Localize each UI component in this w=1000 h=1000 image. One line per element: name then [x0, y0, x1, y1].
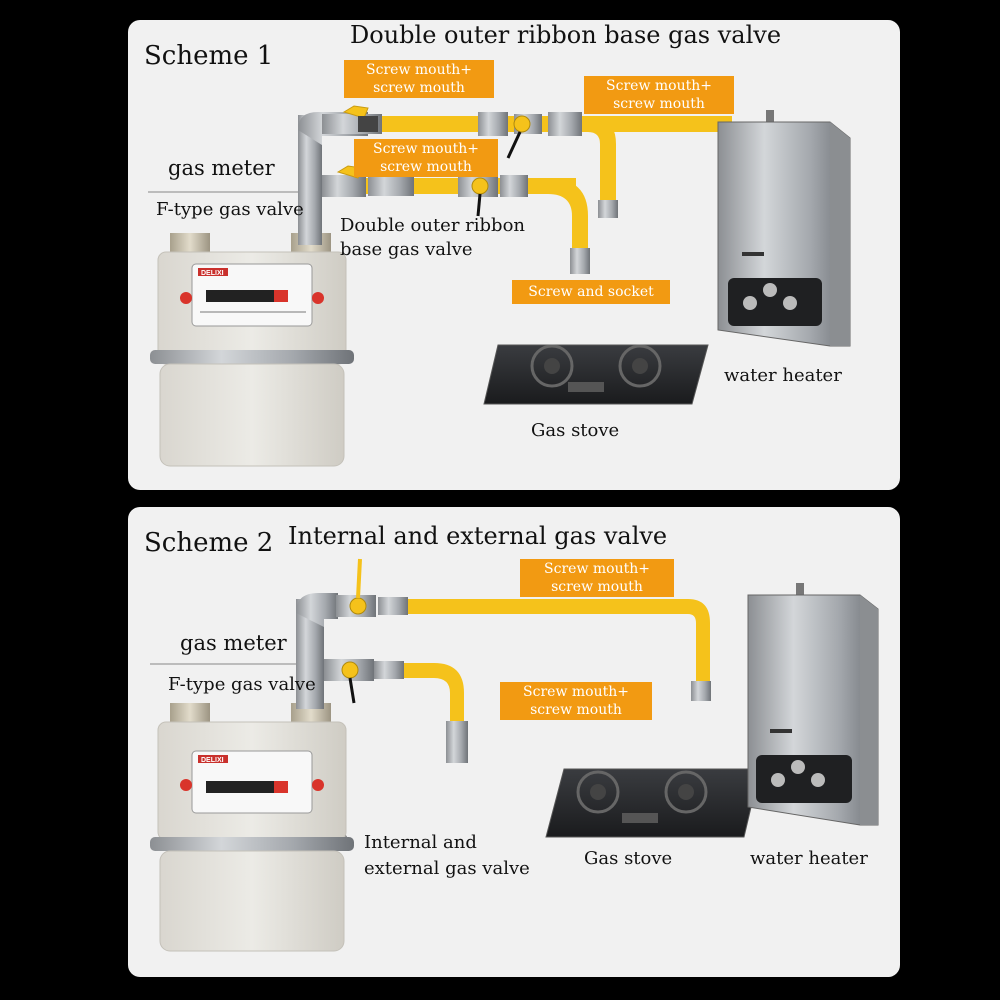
tag-b2-line2: screw mouth — [530, 702, 622, 718]
tag-a-line1: Screw mouth+ — [366, 62, 472, 78]
scheme-2-illustration: DELIXI — [150, 558, 879, 952]
tag-c-line1: Screw mouth+ — [373, 141, 479, 157]
scheme-2-stove-label: Gas stove — [584, 848, 673, 869]
scheme-1-stove-label: Gas stove — [531, 420, 620, 441]
scheme-1-f-valve-label: F-type gas valve — [156, 199, 304, 220]
scheme-2-top-heading: Internal and external gas valve — [288, 522, 668, 550]
tag-b-line1: Screw mouth+ — [606, 78, 712, 94]
meter-brand-text: DELIXI — [201, 270, 224, 277]
scheme-1-top-heading: Double outer ribbon base gas valve — [350, 21, 782, 49]
tag-c-line2: screw mouth — [380, 159, 472, 175]
gas-meter-2: DELIXI — [150, 703, 354, 952]
scheme-1-title: Scheme 1 — [144, 41, 274, 71]
upper-pipe-assembly-2 — [336, 558, 711, 701]
gas-stove-2 — [545, 768, 761, 838]
scheme-2-heater-label: water heater — [750, 848, 868, 869]
scheme-1-panel: DELIXI — [128, 20, 900, 490]
upper-pipe-assembly — [322, 105, 732, 218]
tag-b2-line1: Screw mouth+ — [523, 684, 629, 700]
lower-pipe-assembly — [322, 165, 590, 274]
tag-b-line2: screw mouth — [613, 96, 705, 112]
scheme-2-gas-meter-label: gas meter — [180, 631, 287, 655]
scheme-1-valve-label-line1: Double outer ribbon — [340, 215, 525, 236]
scheme-2-f-valve-label: F-type gas valve — [168, 674, 316, 695]
scheme-1-illustration: DELIXI — [148, 105, 851, 467]
meter-brand-text-2: DELIXI — [201, 757, 224, 764]
scheme-1-tag-a: Screw mouth+ screw mouth — [344, 60, 494, 98]
scheme-2-panel: DELIXI — [128, 507, 900, 977]
scheme-1-valve-label-line2: base gas valve — [340, 239, 473, 260]
scheme-1-gas-meter-label: gas meter — [168, 156, 275, 180]
lower-pipe-assembly-2 — [324, 659, 468, 763]
tag-a2-line1: Screw mouth+ — [544, 561, 650, 577]
scheme-2-valve-label-line2: external gas valve — [364, 858, 530, 879]
scheme-2-title: Scheme 2 — [144, 528, 274, 558]
water-heater-2 — [747, 583, 879, 826]
tag-a2-line2: screw mouth — [551, 579, 643, 595]
scheme-2-tag-a: Screw mouth+ screw mouth — [520, 559, 674, 597]
water-heater — [717, 110, 851, 347]
scheme-1-tag-socket: Screw and socket — [512, 280, 670, 304]
scheme-1-heater-label: water heater — [724, 365, 842, 386]
scheme-1-tag-b: Screw mouth+ screw mouth — [584, 76, 734, 114]
gas-stove — [483, 344, 709, 405]
gas-meter: DELIXI — [150, 233, 354, 467]
scheme-2-valve-label-line1: Internal and — [364, 832, 477, 853]
tag-a-line2: screw mouth — [373, 80, 465, 96]
scheme-2-tag-b: Screw mouth+ screw mouth — [500, 682, 652, 720]
scheme-1-tag-c: Screw mouth+ screw mouth — [354, 139, 498, 177]
